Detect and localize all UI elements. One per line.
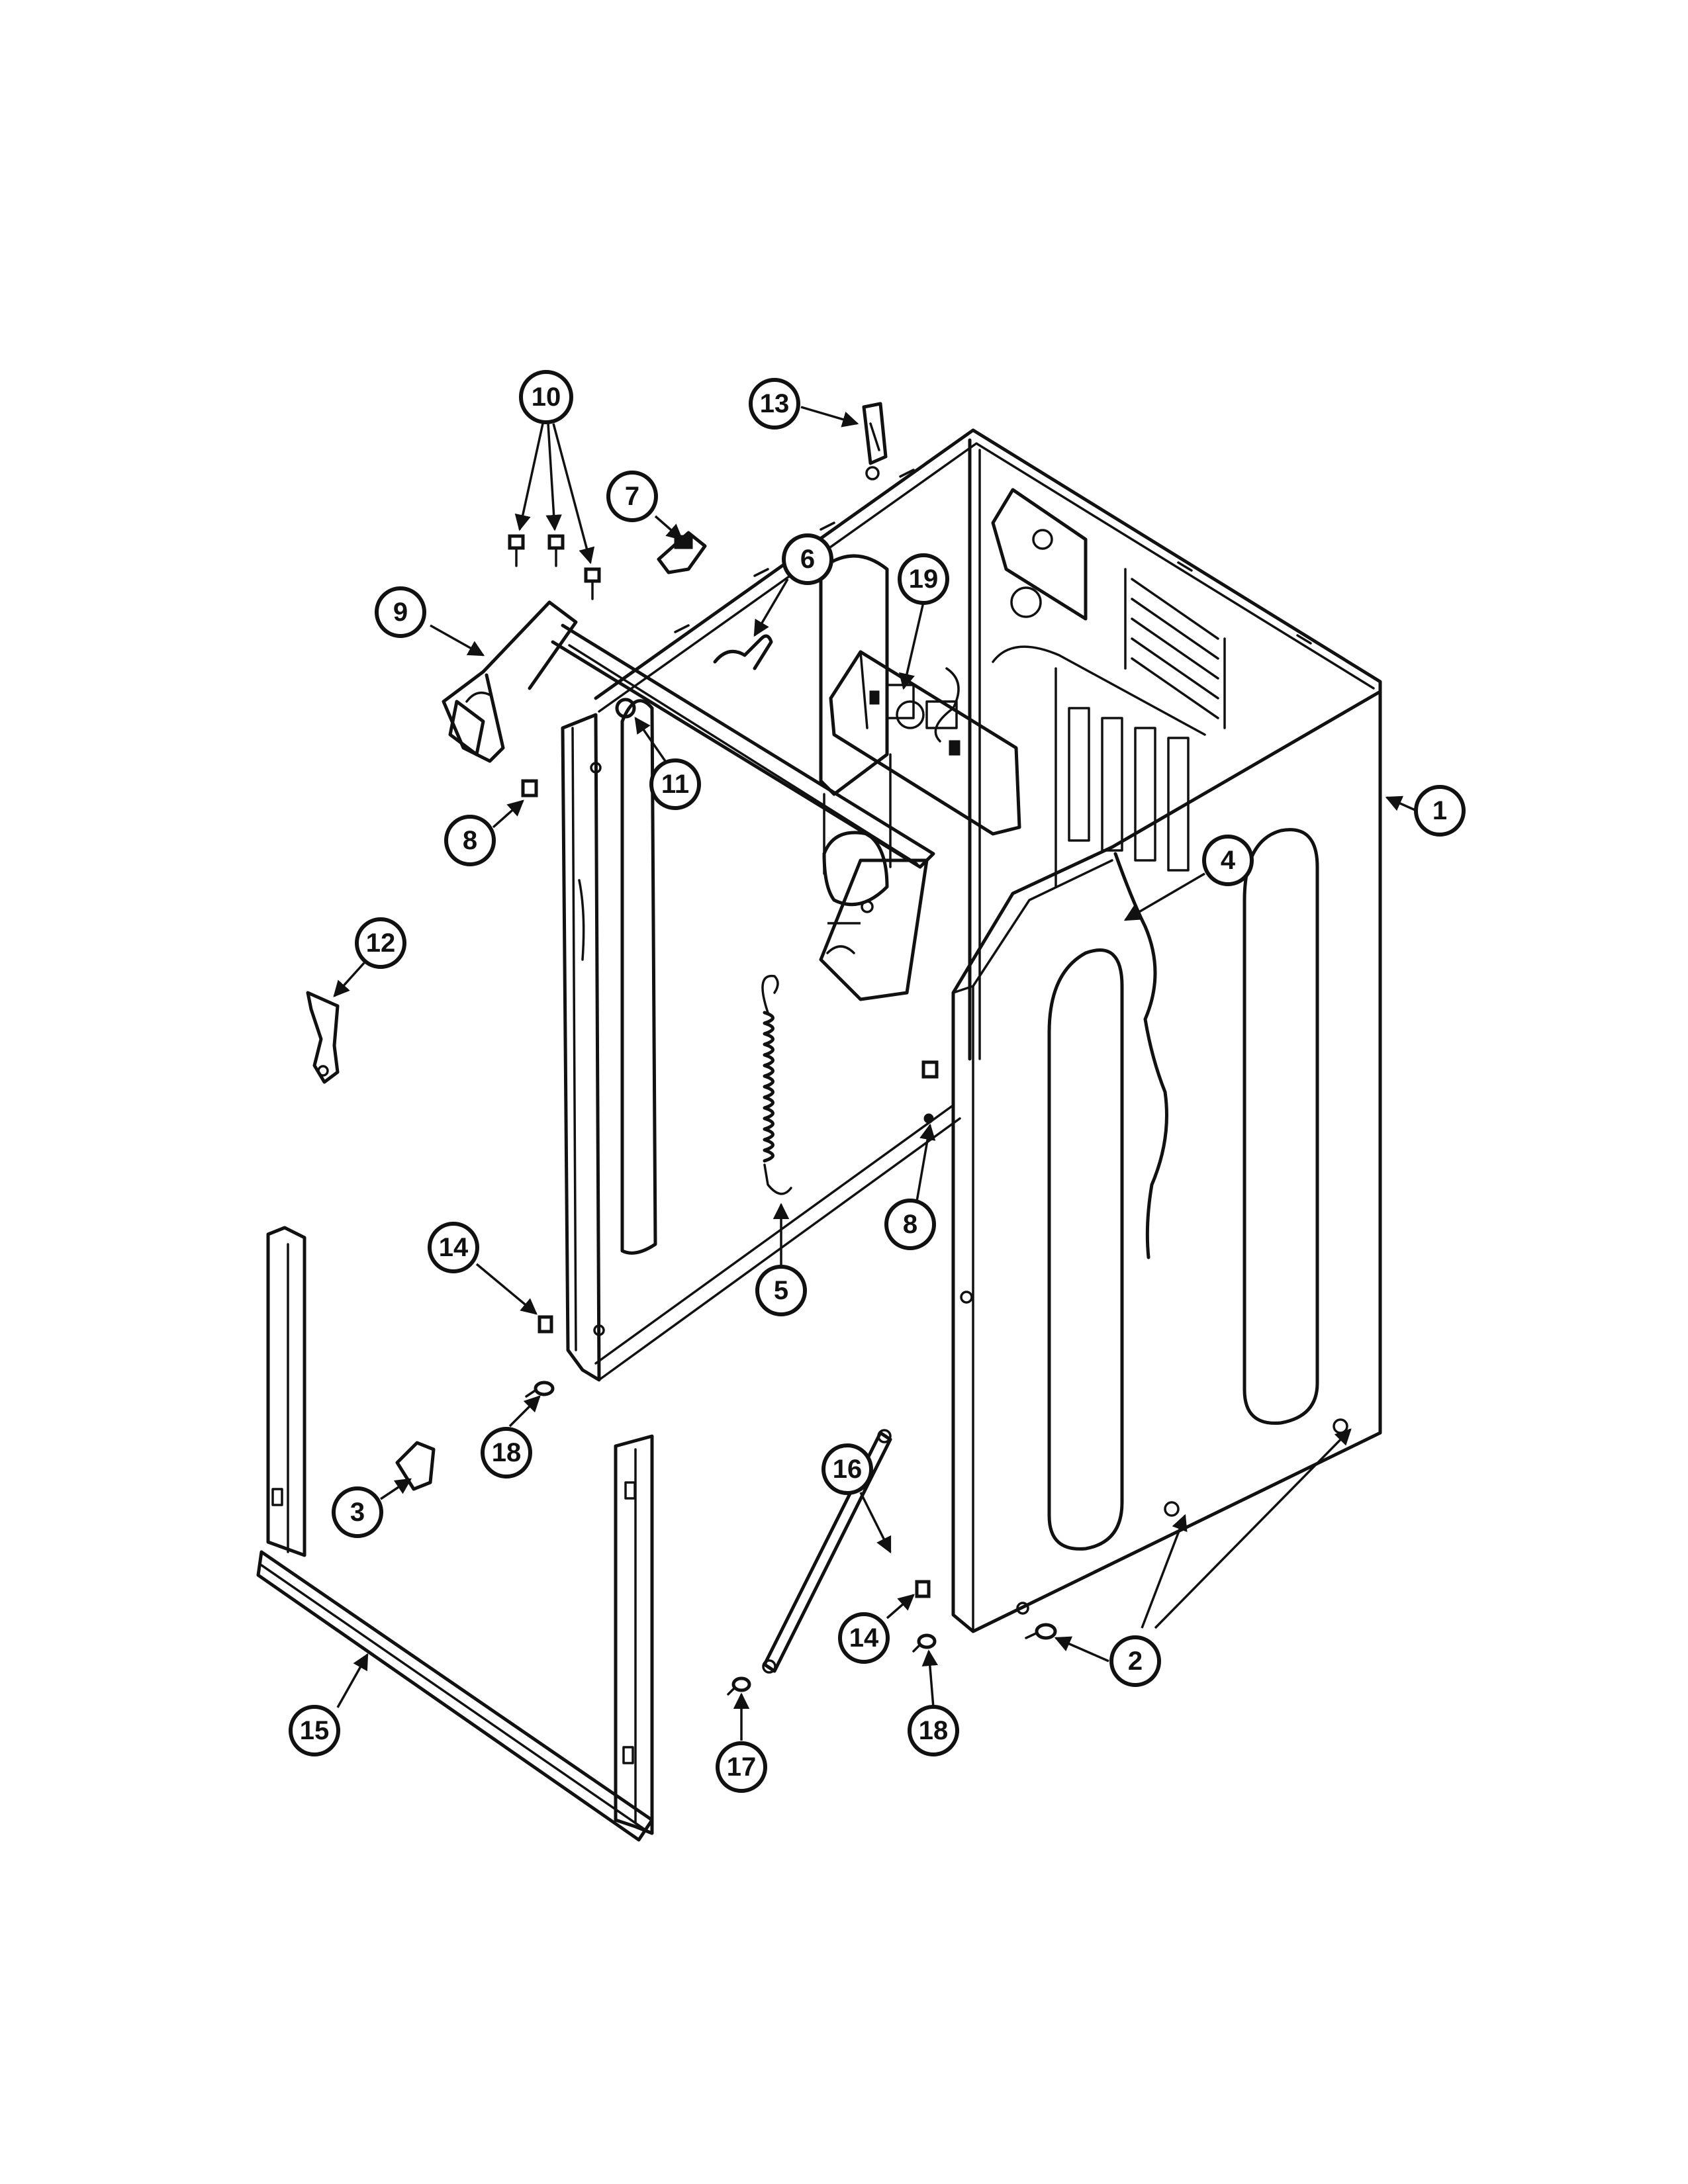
svg-text:17: 17 bbox=[727, 1752, 757, 1782]
svg-text:3: 3 bbox=[350, 1498, 365, 1527]
callout-14-left: 14 bbox=[428, 1222, 479, 1273]
svg-text:14: 14 bbox=[849, 1623, 879, 1653]
svg-text:11: 11 bbox=[661, 770, 689, 799]
part-2-screw bbox=[1025, 1623, 1057, 1640]
svg-text:16: 16 bbox=[833, 1455, 863, 1484]
callout-18-right: 18 bbox=[908, 1705, 959, 1756]
svg-text:10: 10 bbox=[532, 383, 561, 412]
callout-7: 7 bbox=[606, 471, 658, 522]
svg-text:18: 18 bbox=[492, 1438, 522, 1467]
inner-ribs bbox=[1068, 707, 1190, 872]
svg-text:1: 1 bbox=[1432, 796, 1447, 825]
svg-text:7: 7 bbox=[625, 482, 639, 511]
timer-switch-assembly bbox=[829, 650, 1021, 836]
svg-text:2: 2 bbox=[1128, 1647, 1143, 1676]
part-18-screw-left bbox=[525, 1381, 555, 1398]
svg-text:6: 6 bbox=[800, 545, 815, 574]
callout-9: 9 bbox=[375, 586, 426, 638]
part-15-front-base-frame bbox=[256, 1226, 654, 1842]
side-panel-slot-left bbox=[1047, 948, 1124, 1551]
part-3-bracket bbox=[395, 1441, 436, 1491]
rear-mounting-bracket bbox=[991, 488, 1088, 621]
callout-4: 4 bbox=[1202, 835, 1254, 886]
svg-text:13: 13 bbox=[760, 389, 790, 418]
callout-16: 16 bbox=[821, 1443, 873, 1495]
callout-3: 3 bbox=[332, 1486, 383, 1538]
hinge-wire bbox=[1113, 852, 1168, 1259]
part-8-clip-left bbox=[521, 779, 538, 797]
callout-12: 12 bbox=[355, 917, 406, 969]
svg-text:14: 14 bbox=[439, 1233, 469, 1262]
part-14-clip-right bbox=[915, 1580, 931, 1598]
callout-1: 1 bbox=[1414, 785, 1466, 837]
callout-19: 19 bbox=[898, 553, 949, 605]
part-12-bracket bbox=[306, 991, 340, 1084]
svg-text:9: 9 bbox=[393, 598, 408, 627]
left-wall-cutout bbox=[819, 554, 889, 796]
cabinet bbox=[594, 428, 1382, 1633]
svg-text:19: 19 bbox=[909, 565, 939, 594]
callout-8-left: 8 bbox=[444, 815, 496, 866]
part-10-screws bbox=[508, 534, 601, 600]
part-8-clip-right bbox=[921, 1060, 939, 1124]
right-side-panel bbox=[951, 690, 1382, 1633]
callout-5: 5 bbox=[755, 1265, 807, 1316]
svg-text:12: 12 bbox=[366, 929, 396, 958]
control-mount-bracket bbox=[442, 600, 935, 1001]
callout-18-left: 18 bbox=[481, 1427, 532, 1479]
callout-14-right: 14 bbox=[838, 1612, 890, 1664]
part-13-clip bbox=[862, 402, 888, 480]
rear-vent-louvers bbox=[1124, 568, 1226, 729]
front-left-strut bbox=[561, 699, 961, 1382]
part-18-screw-right bbox=[912, 1633, 937, 1653]
callout-2: 2 bbox=[1109, 1635, 1161, 1687]
part-17-screw bbox=[727, 1676, 751, 1696]
svg-text:15: 15 bbox=[300, 1716, 330, 1745]
side-panel-slot-right bbox=[1243, 828, 1319, 1425]
callout-13: 13 bbox=[749, 378, 800, 430]
callout-8-right: 8 bbox=[884, 1199, 936, 1250]
callout-15: 15 bbox=[289, 1705, 340, 1756]
callout-11: 11 bbox=[649, 758, 701, 810]
svg-text:4: 4 bbox=[1221, 846, 1236, 875]
svg-text:5: 5 bbox=[774, 1276, 788, 1305]
part-11-nut bbox=[615, 698, 636, 719]
callout-17: 17 bbox=[716, 1741, 767, 1793]
svg-text:8: 8 bbox=[903, 1210, 917, 1239]
suspension-spring bbox=[761, 974, 792, 1195]
leader-lines bbox=[333, 406, 1417, 1741]
callout-10: 10 bbox=[519, 370, 573, 424]
part-14-clip-left bbox=[538, 1315, 553, 1334]
part-6-clip bbox=[713, 634, 773, 670]
svg-text:18: 18 bbox=[919, 1716, 949, 1745]
callout-6: 6 bbox=[782, 533, 833, 585]
svg-text:8: 8 bbox=[463, 826, 477, 855]
